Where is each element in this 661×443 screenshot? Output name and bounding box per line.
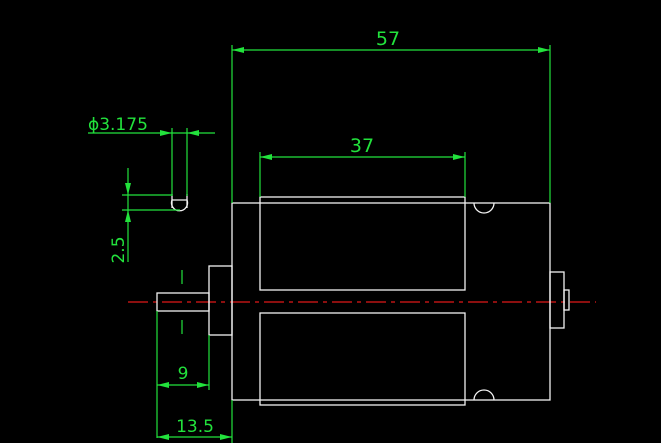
dim-shaft-flat: 2.5 bbox=[109, 168, 180, 264]
dim-shaft-length: 9 bbox=[156, 311, 210, 438]
dim-label-overall: 57 bbox=[376, 28, 400, 50]
dim-body-length: 37 bbox=[259, 135, 466, 197]
dim-shaft-to-body: 13.5 bbox=[157, 400, 233, 443]
motor-outline bbox=[156, 196, 570, 406]
dim-label-diameter: ϕ3.175 bbox=[88, 115, 148, 135]
dim-label-flat: 2.5 bbox=[109, 236, 129, 263]
dim-overall-length: 57 bbox=[231, 28, 551, 203]
dim-shaft-diameter: ϕ3.175 bbox=[88, 115, 215, 196]
dim-label-shaft: 9 bbox=[178, 364, 189, 384]
shaft-end-view bbox=[170, 194, 189, 212]
dim-label-body: 37 bbox=[350, 135, 374, 157]
dim-label-total-shaft: 13.5 bbox=[176, 417, 214, 437]
